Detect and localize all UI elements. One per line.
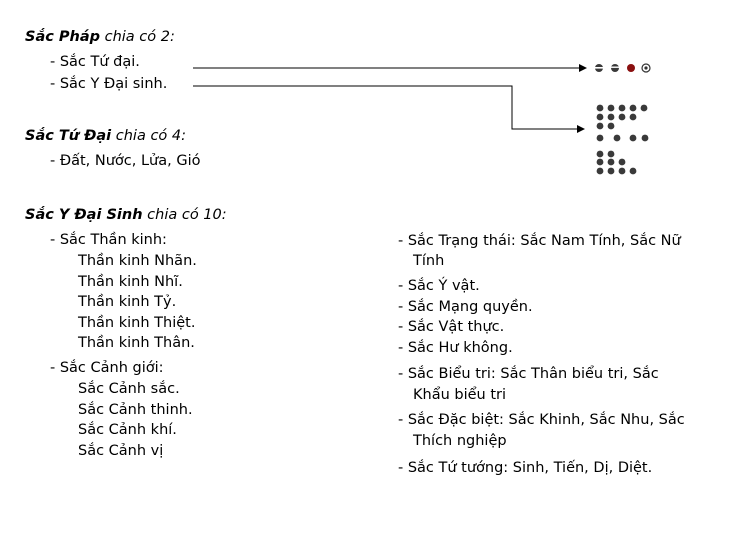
dot-water <box>611 64 619 72</box>
grid-dot <box>596 122 604 130</box>
item-sac-y-vat: - Sắc Ý vật. <box>398 278 480 294</box>
grid-dot <box>607 122 615 130</box>
grid-dot <box>629 104 637 112</box>
heading-sac-y-dai-sinh: Sắc Y Đại Sinh chia có 10: <box>25 205 227 225</box>
item-sac-tu-tuong: - Sắc Tứ tướng: Sinh, Tiến, Dị, Diệt. <box>398 460 653 476</box>
grid-dot <box>607 158 615 166</box>
item-sac-than-kinh: - Sắc Thần kinh: <box>50 232 167 248</box>
sub-item-than-kinh: Thần kinh Thân. <box>78 335 195 351</box>
grid-dot <box>629 113 637 121</box>
item-sac-trang-thai: - Sắc Trạng thái: Sắc Nam Tính, Sắc Nữ <box>398 233 681 249</box>
grid-dot <box>607 167 615 175</box>
dot-earth-band <box>595 67 603 69</box>
item-sac-trang-thai-cont: Tính <box>413 253 445 269</box>
grid-dot <box>596 104 604 112</box>
item-four-elements: - Đất, Nước, Lửa, Gió <box>50 153 201 169</box>
grid-dot <box>596 134 604 142</box>
grid-dot <box>629 134 637 142</box>
grid-dot <box>596 150 604 158</box>
grid-dot <box>596 167 604 175</box>
grid-dot <box>607 150 615 158</box>
item-sac-y-dai-sinh: - Sắc Y Đại sinh. <box>50 76 168 92</box>
grid-dot <box>618 113 626 121</box>
heading-sac-y-dai-sinh-bold: Sắc Y Đại Sinh <box>25 207 143 223</box>
item-sac-canh-gioi: - Sắc Cảnh giới: <box>50 360 164 376</box>
grid-dot <box>640 104 648 112</box>
grid-dot <box>618 158 626 166</box>
dot-water-band <box>611 66 619 68</box>
sub-item-than-kinh: Thần kinh Nhĩ. <box>78 274 183 290</box>
grid-dot <box>618 167 626 175</box>
sub-item-than-kinh: Thần kinh Thiệt. <box>78 315 196 331</box>
heading-sac-tu-dai-rest: chia có 4: <box>111 128 187 144</box>
heading-sac-tu-dai-bold: Sắc Tứ Đại <box>25 128 112 144</box>
heading-sac-phap-rest: chia có 2: <box>100 29 175 45</box>
grid-dot <box>596 113 604 121</box>
item-sac-tu-dai: - Sắc Tứ đại. <box>50 54 140 70</box>
grid-dot <box>629 167 637 175</box>
item-sac-dac-biet-cont: Thích nghiệp <box>413 433 507 449</box>
item-sac-mang-quyen: - Sắc Mạng quyền. <box>398 299 533 315</box>
sub-item-canh-gioi: Sắc Cảnh thinh. <box>78 402 193 418</box>
item-sac-vat-thuc: - Sắc Vật thực. <box>398 319 505 335</box>
heading-sac-tu-dai: Sắc Tứ Đại chia có 4: <box>25 126 186 146</box>
grid-dot <box>607 104 615 112</box>
heading-sac-phap: Sắc Pháp chia có 2: <box>25 27 175 47</box>
grid-dot <box>607 113 615 121</box>
heading-sac-phap-bold: Sắc Pháp <box>25 29 100 45</box>
item-sac-dac-biet: - Sắc Đặc biệt: Sắc Khinh, Sắc Nhu, Sắc <box>398 412 685 428</box>
grid-dot <box>618 104 626 112</box>
heading-sac-y-dai-sinh-rest: chia có 10: <box>142 207 227 223</box>
item-sac-hu-khong: - Sắc Hư không. <box>398 340 513 356</box>
item-sac-bieu-tri-cont: Khẩu biểu tri <box>413 387 507 403</box>
sub-item-canh-gioi: Sắc Cảnh khí. <box>78 422 177 438</box>
grid-dot <box>613 134 621 142</box>
grid-dot <box>596 158 604 166</box>
arrow-y-dai-sinh <box>193 85 585 133</box>
dot-fire <box>627 64 635 72</box>
dot-wind <box>641 63 651 73</box>
sub-item-canh-gioi: Sắc Cảnh sắc. <box>78 381 180 397</box>
item-sac-bieu-tri: - Sắc Biểu tri: Sắc Thân biểu tri, Sắc <box>398 366 659 382</box>
grid-dot <box>641 134 649 142</box>
sub-item-canh-gioi: Sắc Cảnh vị <box>78 443 164 459</box>
sub-item-than-kinh: Thần kinh Tỷ. <box>78 294 177 310</box>
sub-item-than-kinh: Thần kinh Nhãn. <box>78 253 197 269</box>
dot-wind-core <box>644 66 648 70</box>
